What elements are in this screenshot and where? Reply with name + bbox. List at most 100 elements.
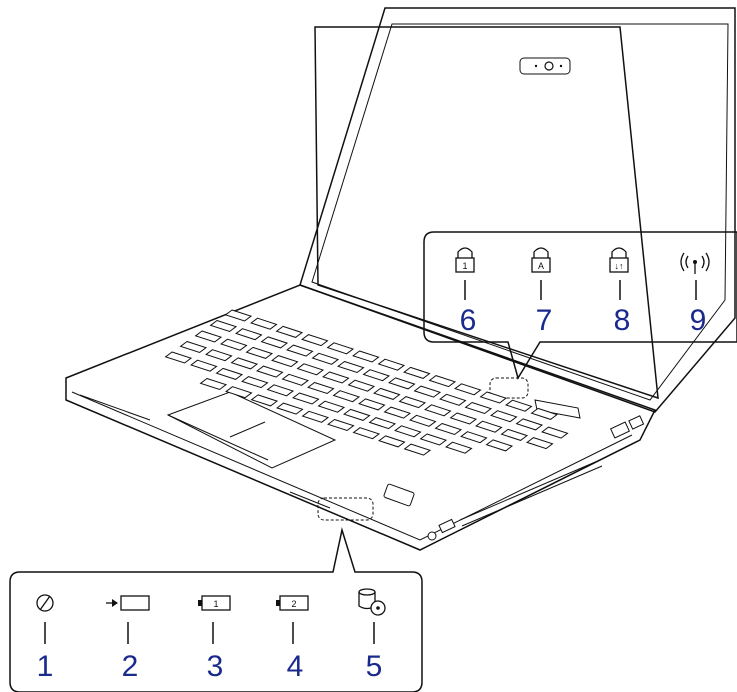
keyboard-key — [424, 404, 452, 417]
keyboard-key — [337, 360, 365, 374]
keyboard-key — [398, 396, 427, 409]
keyboard-key — [209, 319, 238, 333]
keyboard-key — [377, 358, 406, 371]
keyboard-key — [454, 383, 482, 396]
keyboard-key — [358, 398, 386, 411]
keyboard-key — [241, 376, 269, 389]
keyboard-key — [199, 377, 228, 391]
keyboard-key — [245, 346, 274, 359]
disk-access-indicator-icon — [358, 588, 386, 616]
keyboard-key — [526, 437, 554, 450]
keyboard-key — [362, 369, 391, 382]
keyboard-key — [225, 386, 253, 399]
keyboard-key — [383, 406, 412, 419]
keyboard-key — [326, 342, 355, 355]
laptop-base — [65, 284, 657, 551]
keyboard-key — [235, 328, 263, 341]
keyboard-key — [445, 441, 473, 454]
keyboard-key — [296, 363, 325, 376]
keyboard-key — [215, 367, 244, 380]
keyboard-key — [317, 400, 346, 413]
keyboard-key — [260, 336, 289, 349]
keyboard-key — [311, 352, 340, 365]
keyboard-key — [256, 365, 284, 378]
callout-number-7: 7 — [536, 304, 553, 337]
keyboard-key — [275, 325, 304, 338]
keyboard-key — [220, 338, 248, 351]
keyboard-key — [541, 426, 569, 439]
keyboard-key — [301, 410, 330, 423]
keyboard-key — [230, 357, 259, 370]
keyboard-key — [490, 410, 518, 423]
keyboard-key — [368, 417, 397, 430]
power-indicator-icon — [36, 594, 54, 612]
callout-number-3: 3 — [207, 650, 224, 683]
keyboard-key — [281, 373, 310, 386]
ac-charge-indicator-icon — [106, 595, 150, 611]
svg-text:1: 1 — [462, 261, 467, 271]
keyboard-key — [266, 384, 295, 397]
keyboard-key — [394, 425, 422, 438]
keyboard-key — [428, 375, 457, 388]
callout-number-4: 4 — [287, 650, 304, 683]
svg-text:2: 2 — [291, 599, 296, 609]
callout-number-2: 2 — [122, 650, 139, 683]
keyboard-key — [307, 381, 335, 395]
keyboard-key — [194, 330, 223, 343]
callout-panel-bottom: 1 2 1 3 2 4 — [9, 527, 423, 692]
keyboard-key — [224, 309, 253, 322]
keyboard-key — [332, 390, 361, 403]
webcam-icon — [544, 61, 554, 71]
svg-text:1: 1 — [213, 599, 218, 609]
callout-number-8: 8 — [614, 304, 631, 337]
keyboard-key — [327, 418, 355, 432]
keyboard-key — [352, 427, 381, 440]
keyboard-key — [250, 394, 279, 407]
keyboard-key — [479, 391, 508, 404]
keyboard-key — [276, 402, 304, 415]
keyboard-key — [500, 428, 529, 441]
keyboard-key — [388, 377, 416, 390]
keyboard-key — [530, 407, 559, 420]
battery-1-indicator-icon: 1 — [198, 595, 231, 611]
keyboard-key — [505, 399, 533, 412]
keyboard-key — [449, 412, 478, 425]
keyboard-key — [403, 443, 432, 456]
wireless-indicator-icon — [680, 252, 710, 274]
keyboard-key — [419, 433, 448, 446]
svg-text:↓↑: ↓↑ — [615, 261, 624, 271]
keyboard-key — [413, 385, 442, 398]
keyboard-key — [347, 379, 376, 392]
callout-panel-top: 1 6 A 7 ↓↑ 8 9 — [423, 231, 737, 380]
keyboard-key — [271, 355, 299, 368]
keyboard-key — [205, 349, 233, 362]
keyboard-key — [460, 431, 488, 444]
svg-text:A: A — [538, 261, 544, 271]
keyboard-key — [292, 392, 320, 405]
keyboard-key — [403, 366, 431, 379]
laptop-lid — [299, 7, 736, 413]
keyboard-key — [515, 418, 544, 431]
keyboard-key — [343, 408, 371, 421]
callout-number-9: 9 — [690, 304, 707, 337]
keyboard-key — [301, 334, 329, 347]
keyboard-key — [179, 340, 208, 354]
keyboard-key — [434, 422, 463, 436]
keyboard-key — [250, 317, 278, 330]
num-lock-indicator-icon: 1 — [455, 247, 475, 273]
keyboard-key — [352, 350, 380, 363]
keyboard-key — [464, 401, 493, 415]
keyboard-key — [164, 351, 193, 364]
keyboard-key — [378, 435, 406, 448]
keyboard-key — [475, 420, 503, 433]
keyboard-key — [373, 387, 401, 400]
scroll-lock-indicator-icon: ↓↑ — [609, 247, 629, 273]
callout-number-5: 5 — [366, 650, 383, 683]
caps-lock-indicator-icon: A — [531, 247, 551, 273]
keyboard-key — [322, 371, 350, 384]
callout-number-6: 6 — [460, 304, 477, 337]
keyboard-key — [439, 393, 467, 406]
callout-number-1: 1 — [37, 650, 54, 683]
keyboard — [164, 309, 569, 456]
